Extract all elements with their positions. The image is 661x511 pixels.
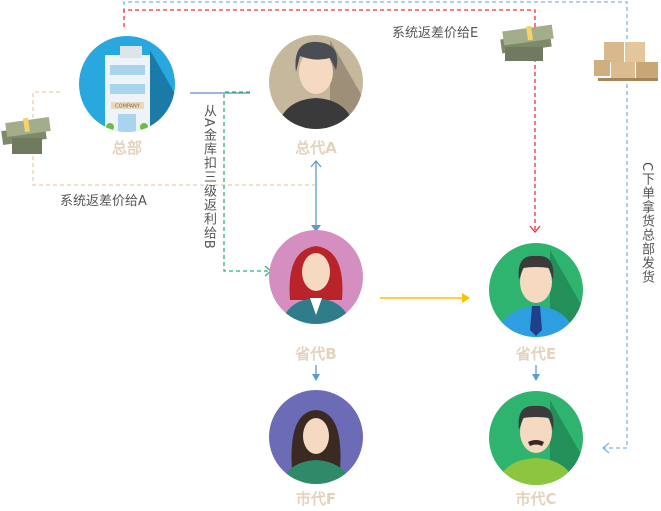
node-b-label: 省代B [294, 345, 336, 363]
rebate-e-note: 系统返差价给E [392, 26, 478, 41]
rebate-e-arrow [529, 225, 541, 234]
rebate-a-line [32, 91, 315, 186]
node-f-label: 市代F [296, 490, 336, 508]
b-e-arrow [462, 293, 470, 303]
node-e-label: 省代E [515, 345, 556, 363]
node-b[interactable]: 省代B [269, 230, 363, 363]
b-f-arrow [312, 374, 320, 381]
building-sign [111, 102, 144, 109]
node-a-label: 总代A [295, 139, 337, 157]
building-sign-text: COMPANY [115, 104, 141, 110]
ship-line [123, 1, 628, 449]
money-icon [1, 117, 51, 154]
e-c-arrow [532, 374, 540, 381]
rebate-a-note: 系统返差价给A [60, 194, 147, 209]
node-e[interactable]: 省代E [489, 243, 590, 363]
hq-label: 总部 [112, 139, 142, 157]
money-icon [500, 24, 554, 61]
node-c-label: 市代C [515, 490, 556, 508]
deduct-b-note: 从A金库扣三级返利给B [201, 104, 216, 250]
a-b-arrow-up [310, 159, 322, 168]
ship-c-note: C下单拿货总部发货 [639, 162, 654, 285]
boxes-icon [594, 42, 658, 81]
hq-node[interactable]: COMPANY 总部 [79, 36, 190, 157]
ship-arrow [601, 442, 610, 454]
deduct-b-line [223, 91, 270, 272]
a-b-arrow-down [311, 225, 321, 232]
node-a[interactable]: 总代A [269, 35, 370, 157]
node-c[interactable]: 市代C [489, 391, 590, 508]
rebate-e-line [123, 9, 536, 232]
node-f[interactable]: 市代F [269, 390, 363, 508]
